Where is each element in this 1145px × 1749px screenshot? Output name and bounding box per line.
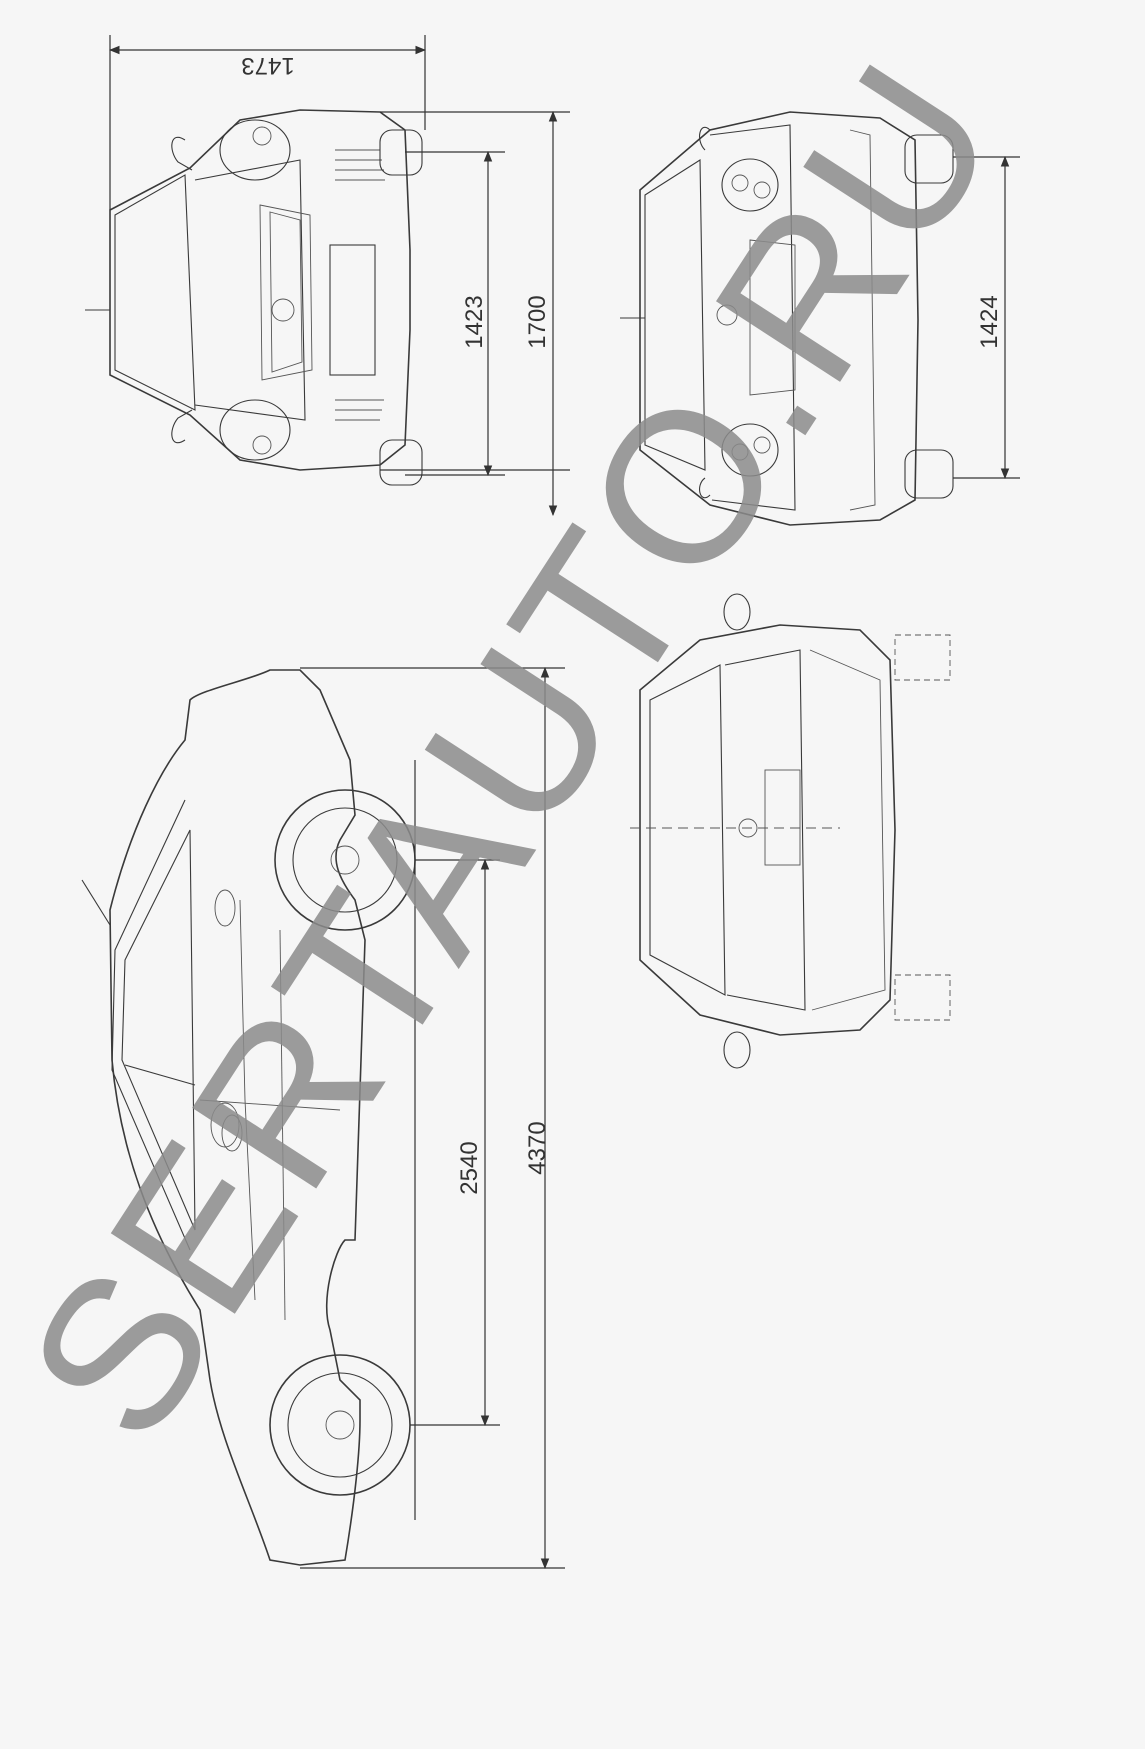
rear-view bbox=[620, 111, 954, 526]
dim-label-2540: 2540 bbox=[456, 1141, 483, 1194]
dim-label-4370: 4370 bbox=[524, 1121, 551, 1174]
top-view bbox=[630, 593, 951, 1069]
dim-label-1473: 1473 bbox=[241, 52, 294, 79]
dim-label-1423: 1423 bbox=[461, 295, 488, 348]
dim-label-1700: 1700 bbox=[524, 295, 551, 348]
dimension-lines bbox=[108, 35, 1020, 1570]
front-view bbox=[85, 109, 423, 486]
watermark-text: SERTAUTO.RU bbox=[0, 20, 1045, 1479]
dim-label-1424: 1424 bbox=[976, 295, 1003, 348]
